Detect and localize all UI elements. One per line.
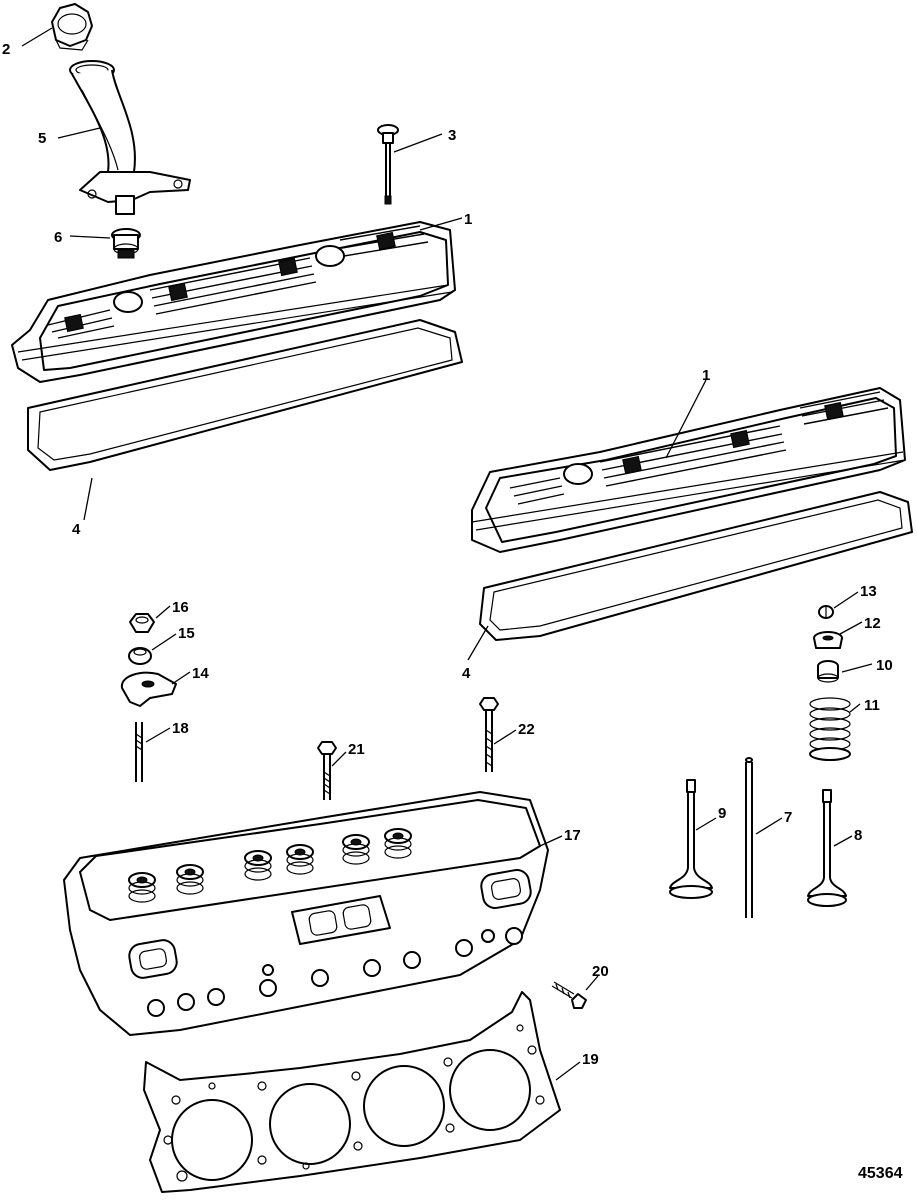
leader-lines xyxy=(21,27,873,1081)
intake-valve xyxy=(807,789,847,907)
oil-fill-tube xyxy=(69,60,191,215)
valve-spring xyxy=(809,697,851,761)
callout-6: 6 xyxy=(54,229,62,246)
callout-12: 12 xyxy=(864,615,881,632)
push-rod xyxy=(745,757,753,918)
figure-reference-number: 45364 xyxy=(858,1165,903,1182)
callout-3: 3 xyxy=(448,127,456,144)
head-gasket xyxy=(143,991,561,1193)
callout-11: 11 xyxy=(864,697,880,714)
callout-4a: 4 xyxy=(72,521,81,538)
callout-7: 7 xyxy=(784,809,792,826)
callout-22: 22 xyxy=(518,721,535,738)
rocker-stud xyxy=(135,722,143,782)
cover-gasket-right xyxy=(479,491,913,641)
callout-labels: 2 5 3 1 6 4 1 4 13 12 10 11 16 15 14 18 … xyxy=(2,41,893,1068)
exhaust-valve xyxy=(669,779,713,899)
callout-2: 2 xyxy=(2,41,10,58)
callout-14: 14 xyxy=(192,665,209,682)
callout-10: 10 xyxy=(876,657,893,674)
callout-9: 9 xyxy=(718,805,726,822)
cylinder-head xyxy=(63,791,549,1036)
callout-18: 18 xyxy=(172,720,189,737)
callout-13: 13 xyxy=(860,583,877,600)
rocker-nut xyxy=(129,613,155,633)
rocker-arm-cover-right xyxy=(471,387,906,553)
callout-5: 5 xyxy=(38,130,46,147)
callout-19: 19 xyxy=(582,1051,599,1068)
rocker-arm-cover-left xyxy=(11,221,456,383)
callout-1a: 1 xyxy=(464,211,472,228)
valve-keeper xyxy=(818,605,834,619)
long-head-bolt xyxy=(479,697,499,772)
gasket-holes xyxy=(163,1024,545,1182)
spring-retainer xyxy=(813,631,843,649)
callout-15: 15 xyxy=(178,625,195,642)
callout-16: 16 xyxy=(172,599,189,616)
cover-bolt xyxy=(377,124,399,205)
callout-4b: 4 xyxy=(462,665,471,682)
cover-gasket-left xyxy=(27,319,463,471)
cover-fins-right xyxy=(509,391,889,505)
head-valve-springs xyxy=(128,828,412,903)
head-ports xyxy=(128,868,532,979)
head-bolt-bosses xyxy=(147,927,523,1017)
plug-bolt xyxy=(551,981,587,1009)
cover-fins-left xyxy=(47,225,429,339)
callout-21: 21 xyxy=(348,741,365,758)
short-head-bolt xyxy=(317,741,337,800)
callout-1b: 1 xyxy=(702,367,710,384)
callout-8: 8 xyxy=(854,827,862,844)
rocker-arm xyxy=(120,671,177,707)
callout-17: 17 xyxy=(564,827,581,844)
valve-seal xyxy=(817,660,839,683)
oil-fill-cap xyxy=(51,3,93,51)
grommet xyxy=(111,228,141,259)
callout-20: 20 xyxy=(592,963,609,980)
rocker-ball xyxy=(128,647,152,665)
